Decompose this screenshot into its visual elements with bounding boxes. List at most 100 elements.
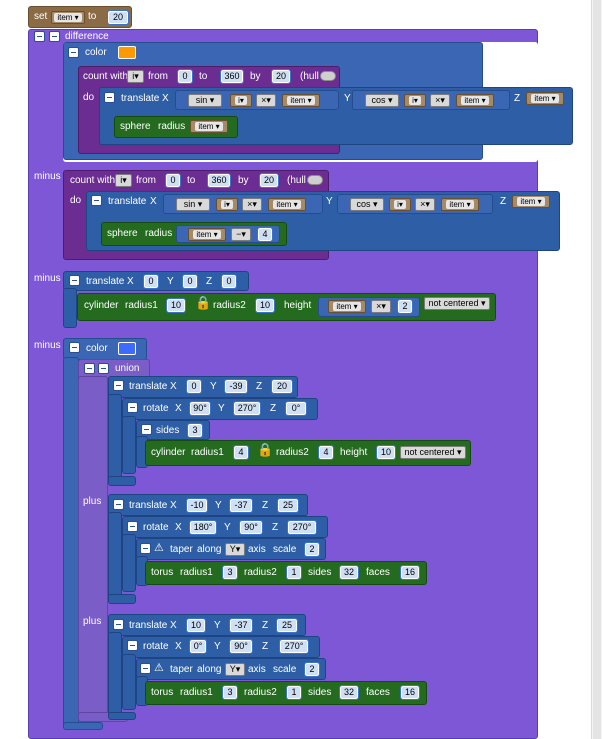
x-input[interactable]: 0 <box>143 274 159 289</box>
radius2-input[interactable]: 1 <box>286 565 302 580</box>
count-variable-dropdown[interactable]: i▾ <box>127 70 144 83</box>
by-input[interactable]: 20 <box>259 173 279 188</box>
z-input[interactable]: 0° <box>285 401 307 416</box>
minus-icon[interactable] <box>113 380 124 391</box>
variable-item[interactable]: item ▾ <box>526 92 564 105</box>
sides-input[interactable]: 32 <box>339 685 359 700</box>
radius1-input[interactable]: 3 <box>222 565 238 580</box>
x-input[interactable]: 10 <box>186 618 206 633</box>
translate-block[interactable] <box>108 494 308 516</box>
sides-input[interactable]: 3 <box>187 423 203 438</box>
y-input[interactable]: 270° <box>233 401 261 416</box>
axis-dropdown[interactable]: Y▾ <box>225 543 245 556</box>
x-input[interactable]: 180° <box>189 520 217 535</box>
variable-i[interactable]: i▾ <box>230 94 252 107</box>
y-input[interactable]: 90° <box>229 639 253 654</box>
x-input[interactable]: 0 <box>186 379 202 394</box>
lock-icon[interactable]: 🔒 <box>195 295 212 310</box>
minus-icon[interactable] <box>98 363 109 374</box>
to-input[interactable]: 360 <box>207 173 231 188</box>
y-input[interactable]: 0 <box>182 274 198 289</box>
cos-function-dropdown[interactable]: cos ▾ <box>350 198 384 211</box>
variable-item[interactable]: item ▾ <box>441 198 479 211</box>
y-input[interactable]: 90° <box>239 520 263 535</box>
from-input[interactable]: 0 <box>177 69 193 84</box>
minus-icon[interactable] <box>49 31 60 42</box>
count-variable-dropdown[interactable]: i▾ <box>115 174 132 187</box>
variable-item[interactable]: item ▾ <box>190 120 228 133</box>
y-input[interactable]: -37 <box>229 618 253 633</box>
variable-dropdown-item[interactable]: item ▾ <box>51 11 85 24</box>
scale-input[interactable]: 2 <box>304 662 320 677</box>
multiply-dropdown[interactable]: ×▾ <box>256 94 276 107</box>
minus-icon[interactable] <box>69 342 80 353</box>
minus-icon[interactable] <box>127 402 138 413</box>
multiply-value-input[interactable]: 2 <box>397 299 413 314</box>
multiply-dropdown[interactable]: ×▾ <box>371 300 391 313</box>
warning-icon[interactable]: ⚠ <box>154 542 164 554</box>
torus-block[interactable] <box>145 681 427 705</box>
to-input[interactable]: 360 <box>220 69 244 84</box>
variable-item[interactable]: item ▾ <box>268 198 306 211</box>
variable-item[interactable]: item ▾ <box>512 195 550 208</box>
minus-icon[interactable] <box>141 424 152 435</box>
minus-icon[interactable] <box>127 521 138 532</box>
variable-item[interactable]: item ▾ <box>328 300 366 313</box>
radius2-input[interactable]: 10 <box>255 298 275 313</box>
multiply-dropdown[interactable]: ×▾ <box>415 198 435 211</box>
rotate-block[interactable] <box>122 636 320 658</box>
x-input[interactable]: 0° <box>189 639 207 654</box>
radius1-input[interactable]: 3 <box>222 685 238 700</box>
centered-dropdown[interactable]: not centered ▾ <box>400 446 466 459</box>
variable-item[interactable]: item ▾ <box>188 228 226 241</box>
y-input[interactable]: -37 <box>229 498 253 513</box>
radius2-input[interactable]: 1 <box>286 685 302 700</box>
translate-block[interactable] <box>108 614 306 636</box>
radius2-input[interactable]: 4 <box>318 445 334 460</box>
cos-function-dropdown[interactable]: cos ▾ <box>365 94 399 107</box>
z-input[interactable]: 20 <box>271 379 293 394</box>
color-swatch-orange[interactable] <box>118 46 136 59</box>
sin-function-dropdown[interactable]: sin ▾ <box>176 198 210 211</box>
color-swatch-blue[interactable] <box>118 342 136 355</box>
faces-input[interactable]: 16 <box>400 685 420 700</box>
variable-i[interactable]: i▾ <box>216 198 238 211</box>
radius1-input[interactable]: 10 <box>166 298 186 313</box>
set-block[interactable]: set item ▾ to 20 <box>28 6 132 28</box>
faces-input[interactable]: 16 <box>400 565 420 580</box>
sin-function-dropdown[interactable]: sin ▾ <box>188 94 222 107</box>
minus-icon[interactable] <box>69 275 80 286</box>
minus-icon[interactable] <box>84 363 95 374</box>
hull-toggle[interactable] <box>307 175 323 185</box>
variable-item[interactable]: item ▾ <box>282 94 320 107</box>
z-input[interactable]: 25 <box>276 618 298 633</box>
z-input[interactable]: 0 <box>221 274 237 289</box>
hull-toggle[interactable] <box>320 71 336 81</box>
x-input[interactable]: -10 <box>186 498 208 513</box>
z-input[interactable]: 270° <box>279 639 309 654</box>
radius1-input[interactable]: 4 <box>233 445 249 460</box>
lock-icon[interactable]: 🔒 <box>257 442 274 457</box>
subtract-value-input[interactable]: 4 <box>257 227 273 242</box>
z-input[interactable]: 270° <box>287 520 317 535</box>
multiply-dropdown[interactable]: ×▾ <box>430 94 450 107</box>
rotate-block[interactable] <box>122 398 318 420</box>
variable-i[interactable]: i▾ <box>389 198 411 211</box>
y-input[interactable]: -39 <box>224 379 248 394</box>
set-value-input[interactable]: 20 <box>107 10 129 25</box>
x-input[interactable]: 90° <box>189 401 211 416</box>
z-input[interactable]: 25 <box>277 498 299 513</box>
minus-icon[interactable] <box>113 619 124 630</box>
variable-item[interactable]: item ▾ <box>456 94 494 107</box>
minus-icon[interactable] <box>127 640 138 651</box>
minus-icon[interactable] <box>113 499 124 510</box>
multiply-dropdown[interactable]: ×▾ <box>242 198 262 211</box>
sides-input[interactable]: 32 <box>339 565 359 580</box>
scale-input[interactable]: 2 <box>304 542 320 557</box>
workspace-scrollbar[interactable] <box>591 0 602 739</box>
variable-i[interactable]: i▾ <box>404 94 426 107</box>
minus-icon[interactable] <box>91 195 102 206</box>
minus-icon[interactable] <box>140 663 151 674</box>
axis-dropdown[interactable]: Y▾ <box>225 663 245 676</box>
centered-dropdown[interactable]: not centered ▾ <box>424 297 490 310</box>
